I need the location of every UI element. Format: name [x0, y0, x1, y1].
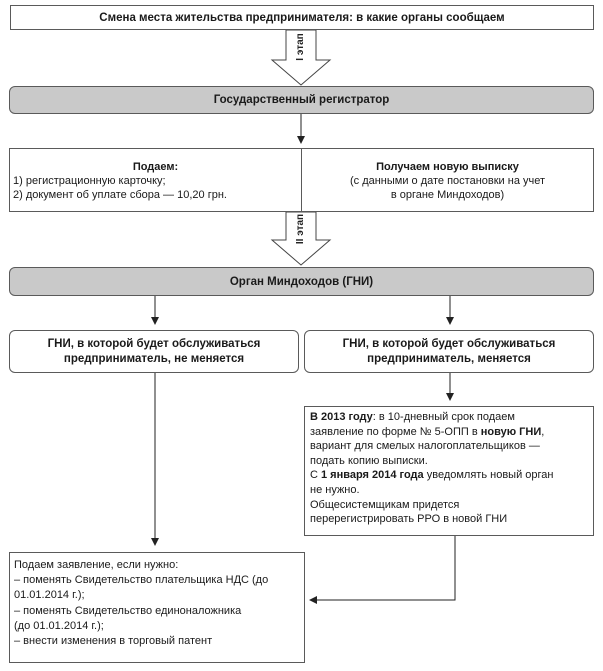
stage2-label: II этап	[295, 213, 306, 245]
connector-info-apply	[309, 535, 456, 604]
info-line-5-end: уведомлять новый орган	[423, 469, 554, 482]
info-line-4: подать копию выписки.	[310, 454, 428, 467]
gni-same-box: ГНИ, в которой будет обслуживаться предп…	[9, 330, 299, 373]
gni-changes-line-2: предприниматель, меняется	[367, 352, 531, 365]
gni-changes-line-1: ГНИ, в которой будет обслуживаться	[342, 337, 556, 350]
gni-same-line-2: предприниматель, не меняется	[63, 352, 245, 365]
submit-heading: Подаем:	[132, 161, 179, 173]
apply-line-2: – поменять Свидетельство плательщика НДС…	[14, 574, 269, 587]
submit-line-1: 1) регистрационную карточку;	[13, 175, 166, 187]
receive-block: Получаем новую выписку (с данными о дате…	[302, 160, 593, 202]
info-line-3: вариант для смелых налогоплательщиков —	[310, 440, 540, 453]
info-line-8: перерегистрировать РРО в новой ГНИ	[310, 513, 508, 526]
registrar-box: Государственный регистратор	[9, 86, 594, 114]
submit-block: Подаем: 1) регистрационную карточку; 2) …	[10, 160, 301, 202]
stage2-arrow	[270, 211, 332, 266]
info-line-6: не нужно.	[310, 483, 360, 496]
receive-line-2: в органе Миндоходов)	[390, 189, 505, 201]
header-box: Смена места жительства предпринимателя: …	[10, 5, 594, 30]
info-line-7: Общесистемщикам придется	[310, 498, 460, 511]
receive-line-1: (с данными о дате постановки на учет	[349, 175, 546, 187]
gni-changes-box: ГНИ, в которой будет обслуживаться предп…	[304, 330, 594, 373]
info-new-gni: новую ГНИ	[480, 425, 542, 438]
apply-line-1: Подаем заявление, если нужно:	[14, 559, 179, 571]
info-box: В 2013 году: в 10-дневный срок подаем за…	[304, 406, 594, 536]
info-line-1: : в 10-дневный срок подаем	[372, 411, 515, 423]
registrar-title: Государственный регистратор	[213, 94, 390, 106]
apply-line-6: – внести изменения в торговый патент	[14, 635, 213, 648]
apply-line-5: (до 01.01.2014 г.);	[14, 619, 104, 632]
stage1-label: I этап	[295, 33, 306, 61]
header-title: Смена места жительства предпринимателя: …	[99, 11, 505, 24]
documents-row: Подаем: 1) регистрационную карточку; 2) …	[9, 148, 594, 212]
info-line-5: С	[310, 469, 321, 482]
receive-heading: Получаем новую выписку	[376, 161, 519, 173]
info-line-2-end: ,	[541, 425, 545, 438]
row-divider	[301, 149, 302, 211]
info-year-2013: В 2013 году	[310, 411, 373, 423]
authority-box: Орган Миндоходов (ГНИ)	[9, 267, 594, 296]
gni-same-line-1: ГНИ, в которой будет обслуживаться	[47, 337, 261, 350]
info-date-2014: 1 января 2014 года	[321, 469, 424, 482]
apply-line-4: – поменять Свидетельство единоналожника	[14, 604, 242, 617]
apply-line-3: 01.01.2014 г.);	[14, 589, 85, 602]
submit-line-2: 2) документ об уплате сбора — 10,20 грн.	[13, 189, 227, 201]
apply-box: Подаем заявление, если нужно: – поменять…	[9, 552, 305, 663]
authority-title: Орган Миндоходов (ГНИ)	[229, 275, 374, 288]
info-line-2: заявление по форме № 5-ОПП в	[310, 425, 481, 438]
stage1-arrow	[270, 29, 332, 86]
